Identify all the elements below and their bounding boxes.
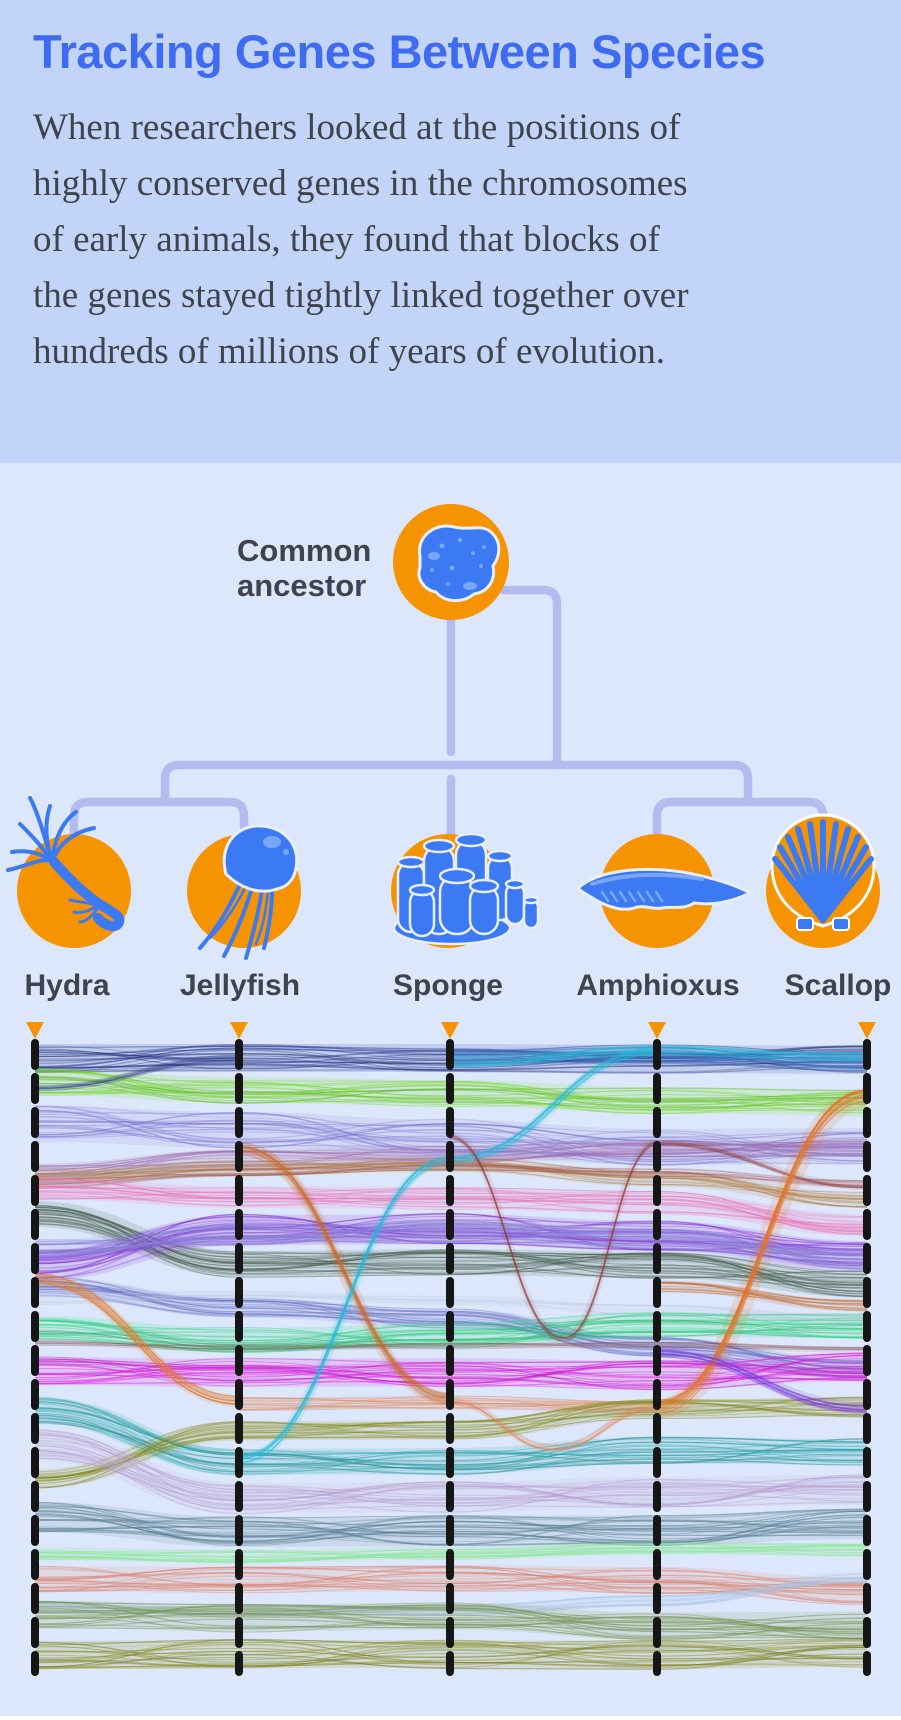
tree-bracket-hydra-jellyfish	[69, 797, 249, 855]
jellyfish-icon	[198, 824, 299, 960]
intro-line: the genes stayed tightly linked together…	[33, 275, 689, 316]
ancestor-cell-icon	[417, 524, 501, 602]
species-label-hydra: Hydra	[24, 969, 110, 1002]
species-label-amphioxus: Amphioxus	[576, 969, 740, 1002]
species-label-scallop: Scallop	[784, 969, 892, 1002]
bottom-strip	[0, 1716, 901, 1720]
species-node-hydra	[6, 796, 131, 948]
species-label-sponge: Sponge	[393, 969, 503, 1002]
tree-lines	[69, 585, 828, 855]
amphioxus-icon	[576, 867, 754, 911]
species-label-jellyfish: Jellyfish	[179, 969, 301, 1002]
column-marker-icon	[26, 1022, 44, 1039]
sponge-icon	[392, 832, 540, 946]
scallop-icon	[770, 813, 876, 931]
species-node-amphioxus	[576, 834, 754, 948]
tree-branch-root-right	[498, 585, 562, 770]
species-node-sponge	[391, 832, 540, 948]
column-marker-icon	[858, 1022, 876, 1039]
column-marker-icon	[441, 1022, 459, 1039]
column-marker-icon	[648, 1022, 666, 1039]
page-title: Tracking Genes Between Species	[33, 25, 766, 78]
column-markers	[26, 1022, 876, 1039]
common-ancestor-label: Common ancestor	[237, 533, 372, 603]
intro-line: hundreds of millions of years of evoluti…	[33, 331, 665, 372]
tree-bracket-amphioxus-scallop	[652, 797, 828, 855]
header-band	[0, 0, 901, 463]
common-ancestor-node	[393, 504, 509, 620]
intro-line: of early animals, they found that blocks…	[33, 219, 660, 260]
species-node-scallop	[766, 813, 880, 948]
tree-branch-level1	[160, 760, 753, 807]
hydra-icon	[6, 796, 125, 932]
ancestor-cell-speckles	[428, 537, 486, 590]
intro-line: highly conserved genes in the chromosome…	[33, 163, 688, 204]
chromosome-axes	[31, 1039, 871, 1676]
column-marker-icon	[230, 1022, 248, 1039]
intro-paragraph: When researchers looked at the positions…	[33, 100, 689, 380]
intro-line: When researchers looked at the positions…	[33, 107, 681, 148]
species-node-jellyfish	[187, 824, 301, 960]
